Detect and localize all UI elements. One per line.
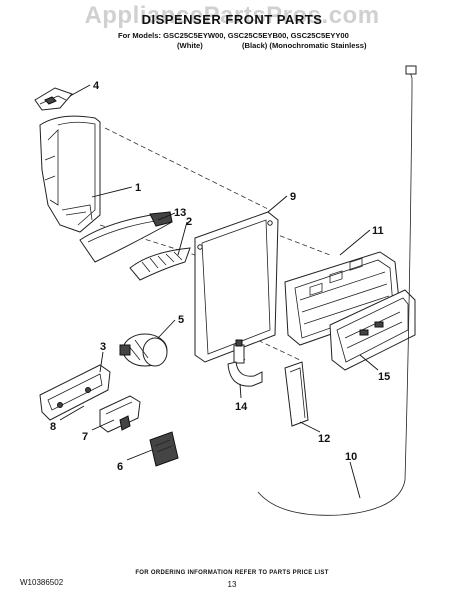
variant-black-stainless: (Black) (Monochromatic Stainless): [242, 41, 367, 50]
part-7-switch-actuator: [99, 395, 141, 433]
part-2-drip-grille: [129, 247, 191, 281]
callout-12: 12: [318, 433, 330, 445]
callout-4: 4: [93, 80, 100, 92]
callout-9: 9: [290, 191, 296, 203]
callout-3: 3: [100, 341, 106, 353]
callout-7: 7: [82, 431, 88, 443]
ordering-note: FOR ORDERING INFORMATION REFER TO PARTS …: [135, 570, 329, 576]
part-4-bracket: [34, 87, 73, 111]
watermark: AppliancePartsPros.com: [84, 2, 380, 29]
part-10-water-tube: [257, 65, 417, 516]
callout-5: 5: [178, 314, 184, 326]
page-title: DISPENSER FRONT PARTS: [141, 12, 323, 27]
part-6-dispenser-pad: [149, 431, 179, 467]
part-15-control-overlay: [329, 289, 416, 371]
part-3-lever-bracket: [39, 364, 111, 421]
leader-lines: [59, 84, 379, 499]
callout-1: 1: [135, 182, 141, 194]
part-9-panel-frame: [194, 211, 279, 363]
callout-2: 2: [186, 216, 192, 228]
callout-6: 6: [117, 461, 123, 473]
part-12-cover: [284, 361, 309, 427]
document-number: W10386502: [20, 578, 64, 587]
callout-14: 14: [235, 401, 248, 413]
callout-13: 13: [174, 207, 186, 219]
part-5-motor: [119, 333, 168, 367]
callout-8: 8: [50, 421, 56, 433]
callout-labels: 4 1 13 2 9 11 5 3 8 7 6 14 12 15 10: [50, 80, 390, 473]
callout-11: 11: [372, 225, 384, 237]
page-number: 13: [227, 580, 237, 589]
part-14-elbow-fitting: [227, 339, 263, 387]
callout-10: 10: [345, 451, 357, 463]
callout-15: 15: [378, 371, 390, 383]
part-1-dispenser-housing: [39, 115, 101, 233]
variant-white: (White): [177, 41, 203, 50]
model-list: For Models: GSC25C5EYW00, GSC25C5EYB00, …: [118, 31, 349, 40]
